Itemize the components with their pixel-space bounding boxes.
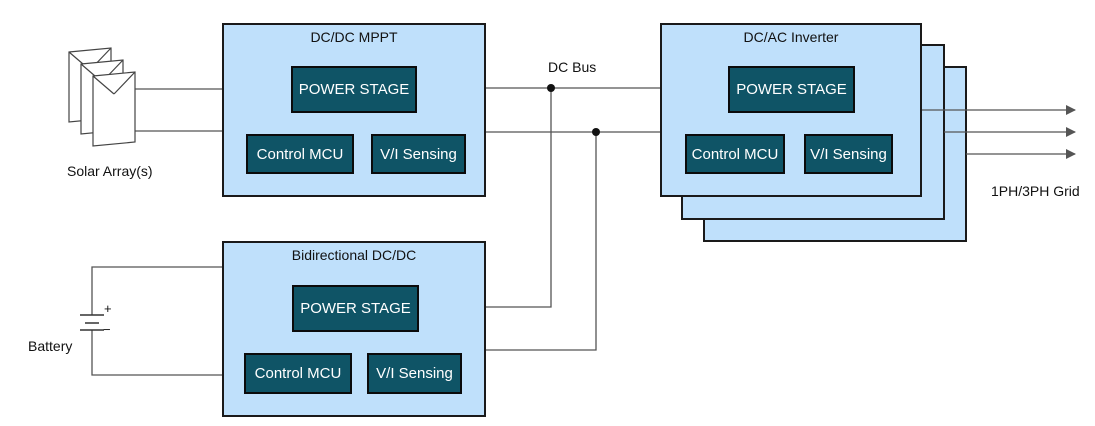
mppt-title: DC/DC MPPT [310, 29, 398, 45]
mppt-block: DC/DC MPPT POWER STAGE Control MCU V/I S… [222, 23, 486, 197]
battery-plus-label: + [104, 301, 112, 316]
inverter-block: DC/AC Inverter POWER STAGE Control MCU V… [660, 23, 922, 197]
battery-minus-label: − [103, 322, 111, 337]
inverter-vi-sensing: V/I Sensing [804, 134, 893, 174]
wire-battery-top [91, 266, 222, 315]
bidirectional-title: Bidirectional DC/DC [291, 247, 417, 263]
mppt-power-stage: POWER STAGE [291, 66, 417, 113]
inverter-title: DC/AC Inverter [743, 29, 839, 45]
inverter-control-mcu: Control MCU [685, 134, 785, 174]
wire-battery-bottom [91, 330, 222, 376]
bidirectional-block: Bidirectional DC/DC POWER STAGE Control … [222, 241, 486, 417]
bus-junction-top [547, 84, 555, 92]
inverter-power-stage: POWER STAGE [728, 66, 855, 113]
battery-label: Battery [28, 338, 73, 354]
bidirectional-power-stage: POWER STAGE [292, 285, 419, 332]
wire-bidir-bottom [486, 132, 597, 351]
dc-bus-label: DC Bus [548, 59, 597, 75]
mppt-control-mcu: Control MCU [246, 134, 354, 174]
mppt-vi-sensing: V/I Sensing [371, 134, 466, 174]
bidirectional-vi-sensing: V/I Sensing [367, 353, 462, 394]
bidirectional-control-mcu: Control MCU [244, 353, 352, 394]
bus-junction-bottom [592, 128, 600, 136]
grid-label: 1PH/3PH Grid [991, 183, 1080, 199]
wire-bidir-top [486, 88, 552, 308]
solar-panel-icon [68, 47, 136, 147]
solar-array-label: Solar Array(s) [67, 163, 153, 179]
